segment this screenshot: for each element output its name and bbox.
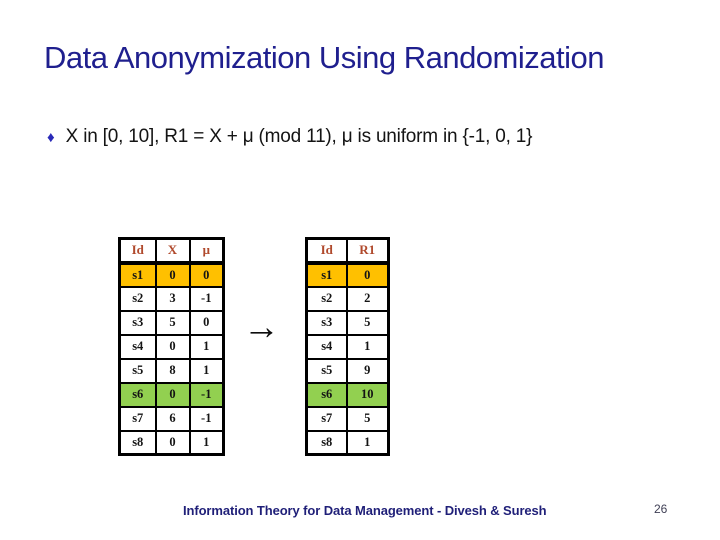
table-cell: s7 [305, 405, 348, 432]
table-cell: 2 [345, 285, 390, 312]
table-cell: 1 [188, 333, 225, 360]
table-cell: 1 [345, 429, 390, 456]
table-cell: 6 [154, 405, 191, 432]
page-number: 26 [654, 502, 668, 516]
table-cell: s5 [118, 357, 157, 384]
slide-title: Data Anonymization Using Randomization [44, 40, 604, 75]
table-cell: 3 [154, 285, 191, 312]
footer-text: Information Theory for Data Management -… [183, 503, 547, 518]
table-cell: s2 [305, 285, 348, 312]
table-cell: 5 [345, 309, 390, 336]
table-cell: 1 [345, 333, 390, 360]
table-cell: 5 [154, 309, 191, 336]
column-header: X [154, 237, 191, 265]
table-cell: 0 [154, 333, 191, 360]
table-cell: 0 [154, 429, 191, 456]
table-cell: 0 [188, 261, 225, 288]
table-cell: -1 [188, 285, 225, 312]
table-cell: s1 [118, 261, 157, 288]
table-cell: 0 [154, 381, 191, 408]
table-cell: s8 [118, 429, 157, 456]
table-cell: 5 [345, 405, 390, 432]
table-cell: s3 [305, 309, 348, 336]
table-cell: s4 [305, 333, 348, 360]
table-cell: s2 [118, 285, 157, 312]
column-header: R1 [345, 237, 390, 265]
table-cell: 0 [154, 261, 191, 288]
table-cell: s5 [305, 357, 348, 384]
table-cell: s4 [118, 333, 157, 360]
bullet-line: ♦ X in [0, 10], R1 = X + μ (mod 11), μ i… [47, 126, 532, 148]
table-cell: s8 [305, 429, 348, 456]
table-cell: -1 [188, 381, 225, 408]
table-cell: 9 [345, 357, 390, 384]
table-cell: 1 [188, 429, 225, 456]
diamond-bullet-icon: ♦ [47, 128, 55, 146]
column-header: Id [118, 237, 157, 265]
bullet-text: X in [0, 10], R1 = X + μ (mod 11), μ is … [65, 126, 533, 147]
column-header: μ [188, 237, 225, 265]
table-cell: s7 [118, 405, 157, 432]
table-cell: s6 [305, 381, 348, 408]
table-cell: s6 [118, 381, 157, 408]
right-arrow-icon: → [243, 306, 280, 347]
table-cell: 0 [188, 309, 225, 336]
column-header: Id [305, 237, 348, 265]
table-cell: 0 [345, 261, 390, 288]
table-cell: 8 [154, 357, 191, 384]
table-cell: s3 [118, 309, 157, 336]
table-cell: 10 [345, 381, 390, 408]
table-cell: 1 [188, 357, 225, 384]
table-cell: -1 [188, 405, 225, 432]
table-cell: s1 [305, 261, 348, 288]
